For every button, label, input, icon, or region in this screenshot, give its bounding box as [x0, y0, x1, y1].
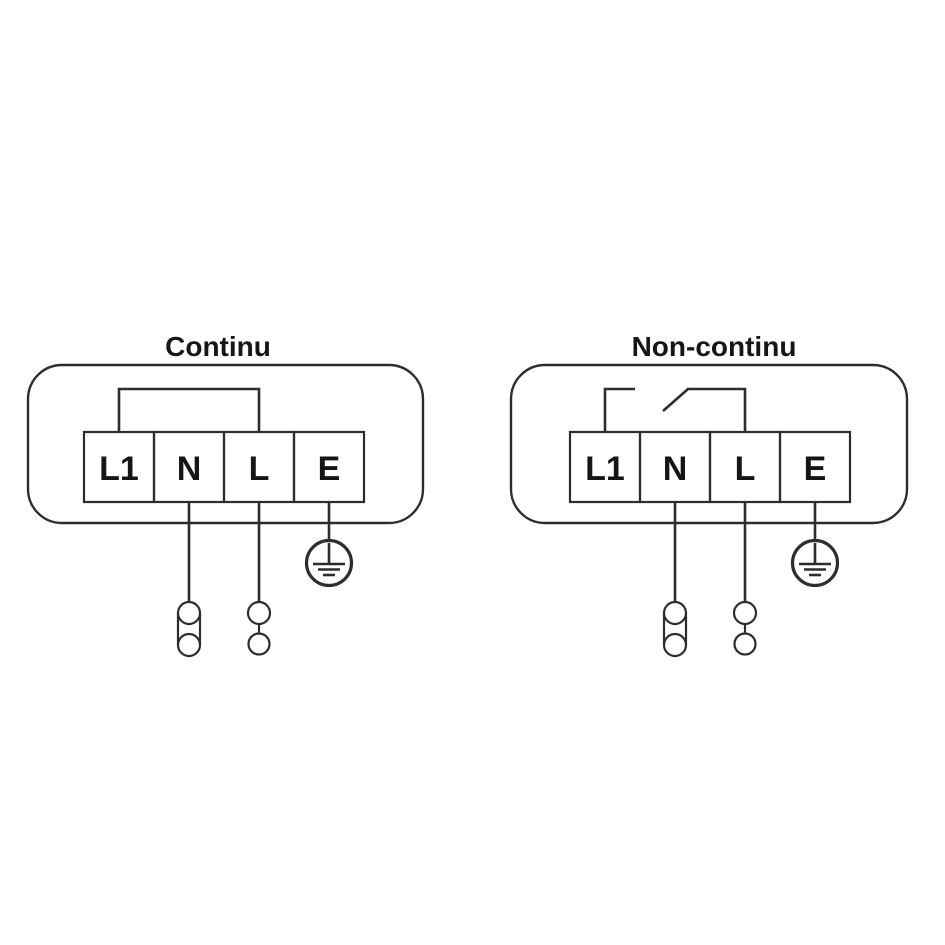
terminal-label-l1: L1	[99, 450, 139, 488]
device-enclosure-outline	[26, 363, 425, 525]
capsule-bottom-circle	[176, 632, 202, 658]
diagram-title: Continu	[165, 331, 271, 362]
pair-bottom-circle	[247, 632, 271, 656]
jumper-link-closed	[117, 387, 261, 432]
pair-top-circle	[732, 600, 758, 626]
terminal-block: L1 N L E	[82, 430, 366, 504]
pair-bottom-circle	[733, 632, 757, 656]
terminal-block: L1 N L E	[568, 430, 852, 504]
terminal-label-l: L	[735, 450, 756, 488]
switch-blade	[662, 388, 689, 412]
diagram-title: Non-continu	[632, 331, 797, 362]
device-enclosure-outline	[509, 363, 909, 525]
earth-ground-icon	[304, 538, 354, 588]
double-circle-capsule-connector-icon	[176, 600, 202, 658]
diagram-non-continu: Non-continu L1 N L E	[509, 331, 909, 658]
double-circle-capsule-connector-icon	[662, 600, 688, 658]
diagram-continu: Continu L1 N L E	[26, 331, 425, 658]
terminal-label-e: E	[318, 450, 341, 488]
switch-fixed-contact-segment	[603, 387, 635, 432]
earth-circle	[304, 538, 354, 588]
terminal-label-n: N	[177, 450, 202, 488]
capsule-bottom-circle	[662, 632, 688, 658]
double-circle-pair-connector-icon	[246, 600, 272, 656]
terminal-label-l1: L1	[585, 450, 625, 488]
jumper-link-open-switch	[603, 387, 747, 432]
capsule-top-circle	[662, 600, 688, 626]
terminal-label-e: E	[804, 450, 827, 488]
earth-circle	[790, 538, 840, 588]
capsule-top-circle	[176, 600, 202, 626]
pair-top-circle	[246, 600, 272, 626]
earth-ground-icon	[790, 538, 840, 588]
double-circle-pair-connector-icon	[732, 600, 758, 656]
terminal-label-n: N	[663, 450, 688, 488]
switch-output-segment	[687, 387, 747, 432]
terminal-label-l: L	[249, 450, 270, 488]
